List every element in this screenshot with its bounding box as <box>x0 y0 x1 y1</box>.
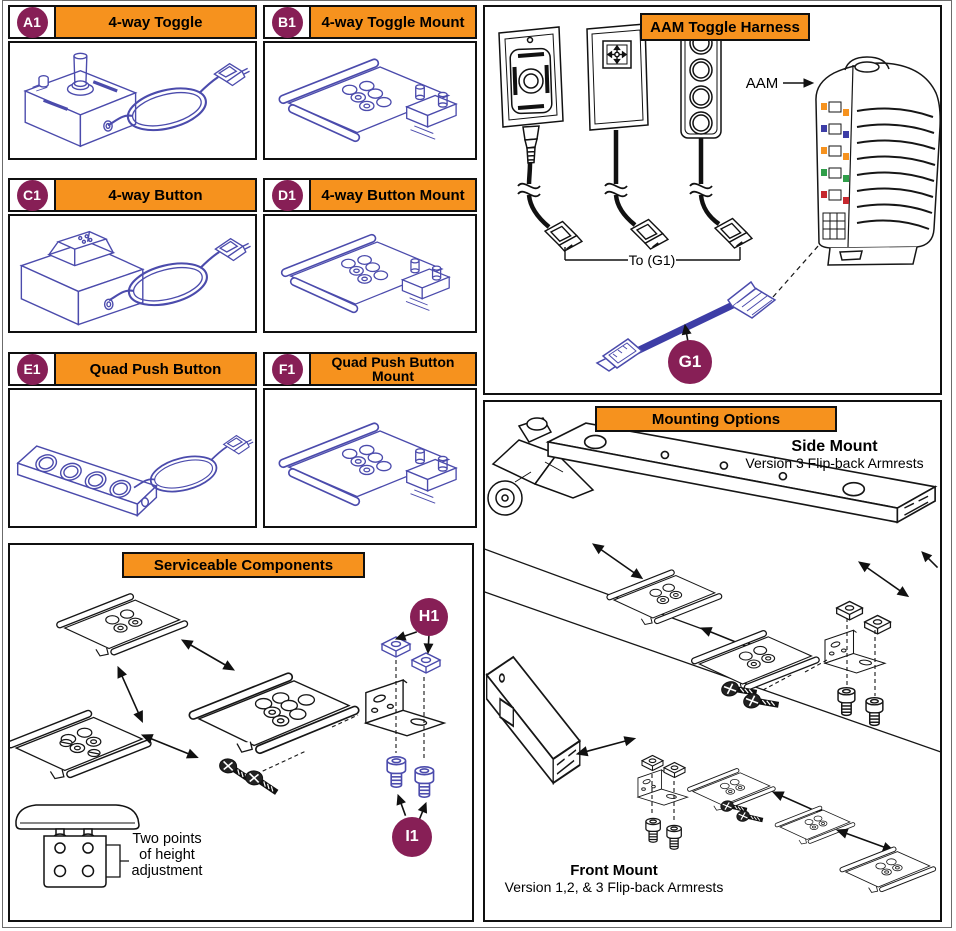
panel-title: Quad Push Button <box>89 360 222 378</box>
aam-harness-title: AAM Toggle Harness <box>640 13 810 41</box>
4way-button-mount-illustration <box>265 216 475 331</box>
panel-quad-push-button-mount-header: F1 Quad Push Button Mount <box>263 352 477 386</box>
panel-body <box>8 41 257 160</box>
panel-body <box>263 388 477 528</box>
badge-c1: C1 <box>16 179 48 211</box>
panel-4way-button-mount-header: D1 4-way Button Mount <box>263 178 477 212</box>
badge-d1: D1 <box>271 179 303 211</box>
panel-4way-toggle-mount: B1 4-way Toggle Mount <box>263 5 477 160</box>
height-note-line2: of height <box>139 847 195 863</box>
panel-4way-button-mount: D1 4-way Button Mount <box>263 178 477 333</box>
4way-button-illustration <box>20 230 252 326</box>
panel-4way-toggle-mount-header: B1 4-way Toggle Mount <box>263 5 477 39</box>
panel-title: 4-way Toggle <box>108 13 203 31</box>
panel-title: 4-way Toggle Mount <box>321 13 465 31</box>
panel-4way-button-header: C1 4-way Button <box>8 178 257 212</box>
badge-b1: B1 <box>271 6 303 38</box>
front-mount-subtitle: Version 1,2, & 3 Flip-back Armrests <box>504 879 724 895</box>
front-mount-caption: Front Mount Version 1,2, & 3 Flip-back A… <box>495 862 733 896</box>
panel-serviceable-components: Serviceable Components <box>8 543 474 922</box>
side-mount-title: Side Mount <box>791 438 878 455</box>
mounting-options-illustration <box>485 417 940 920</box>
badge-h1: H1 <box>410 598 448 636</box>
front-mount-title: Front Mount <box>570 862 658 879</box>
badge-f1: F1 <box>271 353 303 385</box>
side-mount-caption: Side Mount Version 3 Flip-back Armrests <box>737 438 932 472</box>
panel-body <box>8 388 257 528</box>
panel-mounting-options: Mounting Options Side Mount Version 3 Fl… <box>483 400 942 922</box>
mounting-title: Mounting Options <box>595 406 837 432</box>
panel-quad-push-button-header: E1 Quad Push Button <box>8 352 257 386</box>
panel-4way-button: C1 4-way Button <box>8 178 257 333</box>
4way-toggle-illustration <box>23 51 251 148</box>
panel-4way-toggle-header: A1 4-way Toggle <box>8 5 257 39</box>
panel-title: 4-way Button Mount <box>321 186 465 204</box>
side-mount-subtitle: Version 3 Flip-back Armrests <box>745 455 924 471</box>
panel-quad-push-button: E1 Quad Push Button <box>8 352 257 528</box>
badge-a1: A1 <box>16 6 48 38</box>
badge-cell: D1 <box>265 179 311 211</box>
badge-cell: F1 <box>265 353 311 385</box>
serviceable-title: Serviceable Components <box>122 552 365 578</box>
serviceable-components-illustration: Two points of height adjustment <box>10 545 445 888</box>
panel-4way-toggle: A1 4-way Toggle <box>8 5 257 160</box>
to-g1-label: To (G1) <box>629 252 676 268</box>
height-note-line1: Two points <box>132 831 201 847</box>
panel-quad-push-button-mount: F1 Quad Push Button Mount <box>263 352 477 528</box>
height-note-line3: adjustment <box>132 863 203 879</box>
badge-e1: E1 <box>16 353 48 385</box>
panel-aam-toggle-harness: AAM Toggle Harness <box>483 5 942 395</box>
panel-body <box>263 214 477 333</box>
4way-toggle-mount-illustration <box>265 43 475 158</box>
panel-title: 4-way Button <box>108 186 203 204</box>
badge-i1: I1 <box>392 817 432 857</box>
aam-label: AAM <box>746 75 779 92</box>
quad-push-button-mount-illustration <box>265 390 475 526</box>
aam-harness-illustration: To (G1) <box>498 23 940 372</box>
quad-push-button-illustration <box>16 434 255 517</box>
badge-cell: B1 <box>265 6 311 38</box>
badge-cell: A1 <box>10 6 56 38</box>
badge-g1: G1 <box>668 340 712 384</box>
panel-body <box>263 41 477 160</box>
badge-cell: C1 <box>10 179 56 211</box>
panel-body <box>8 214 257 333</box>
panel-title: Quad Push Button Mount <box>331 354 455 384</box>
badge-cell: E1 <box>10 353 56 385</box>
